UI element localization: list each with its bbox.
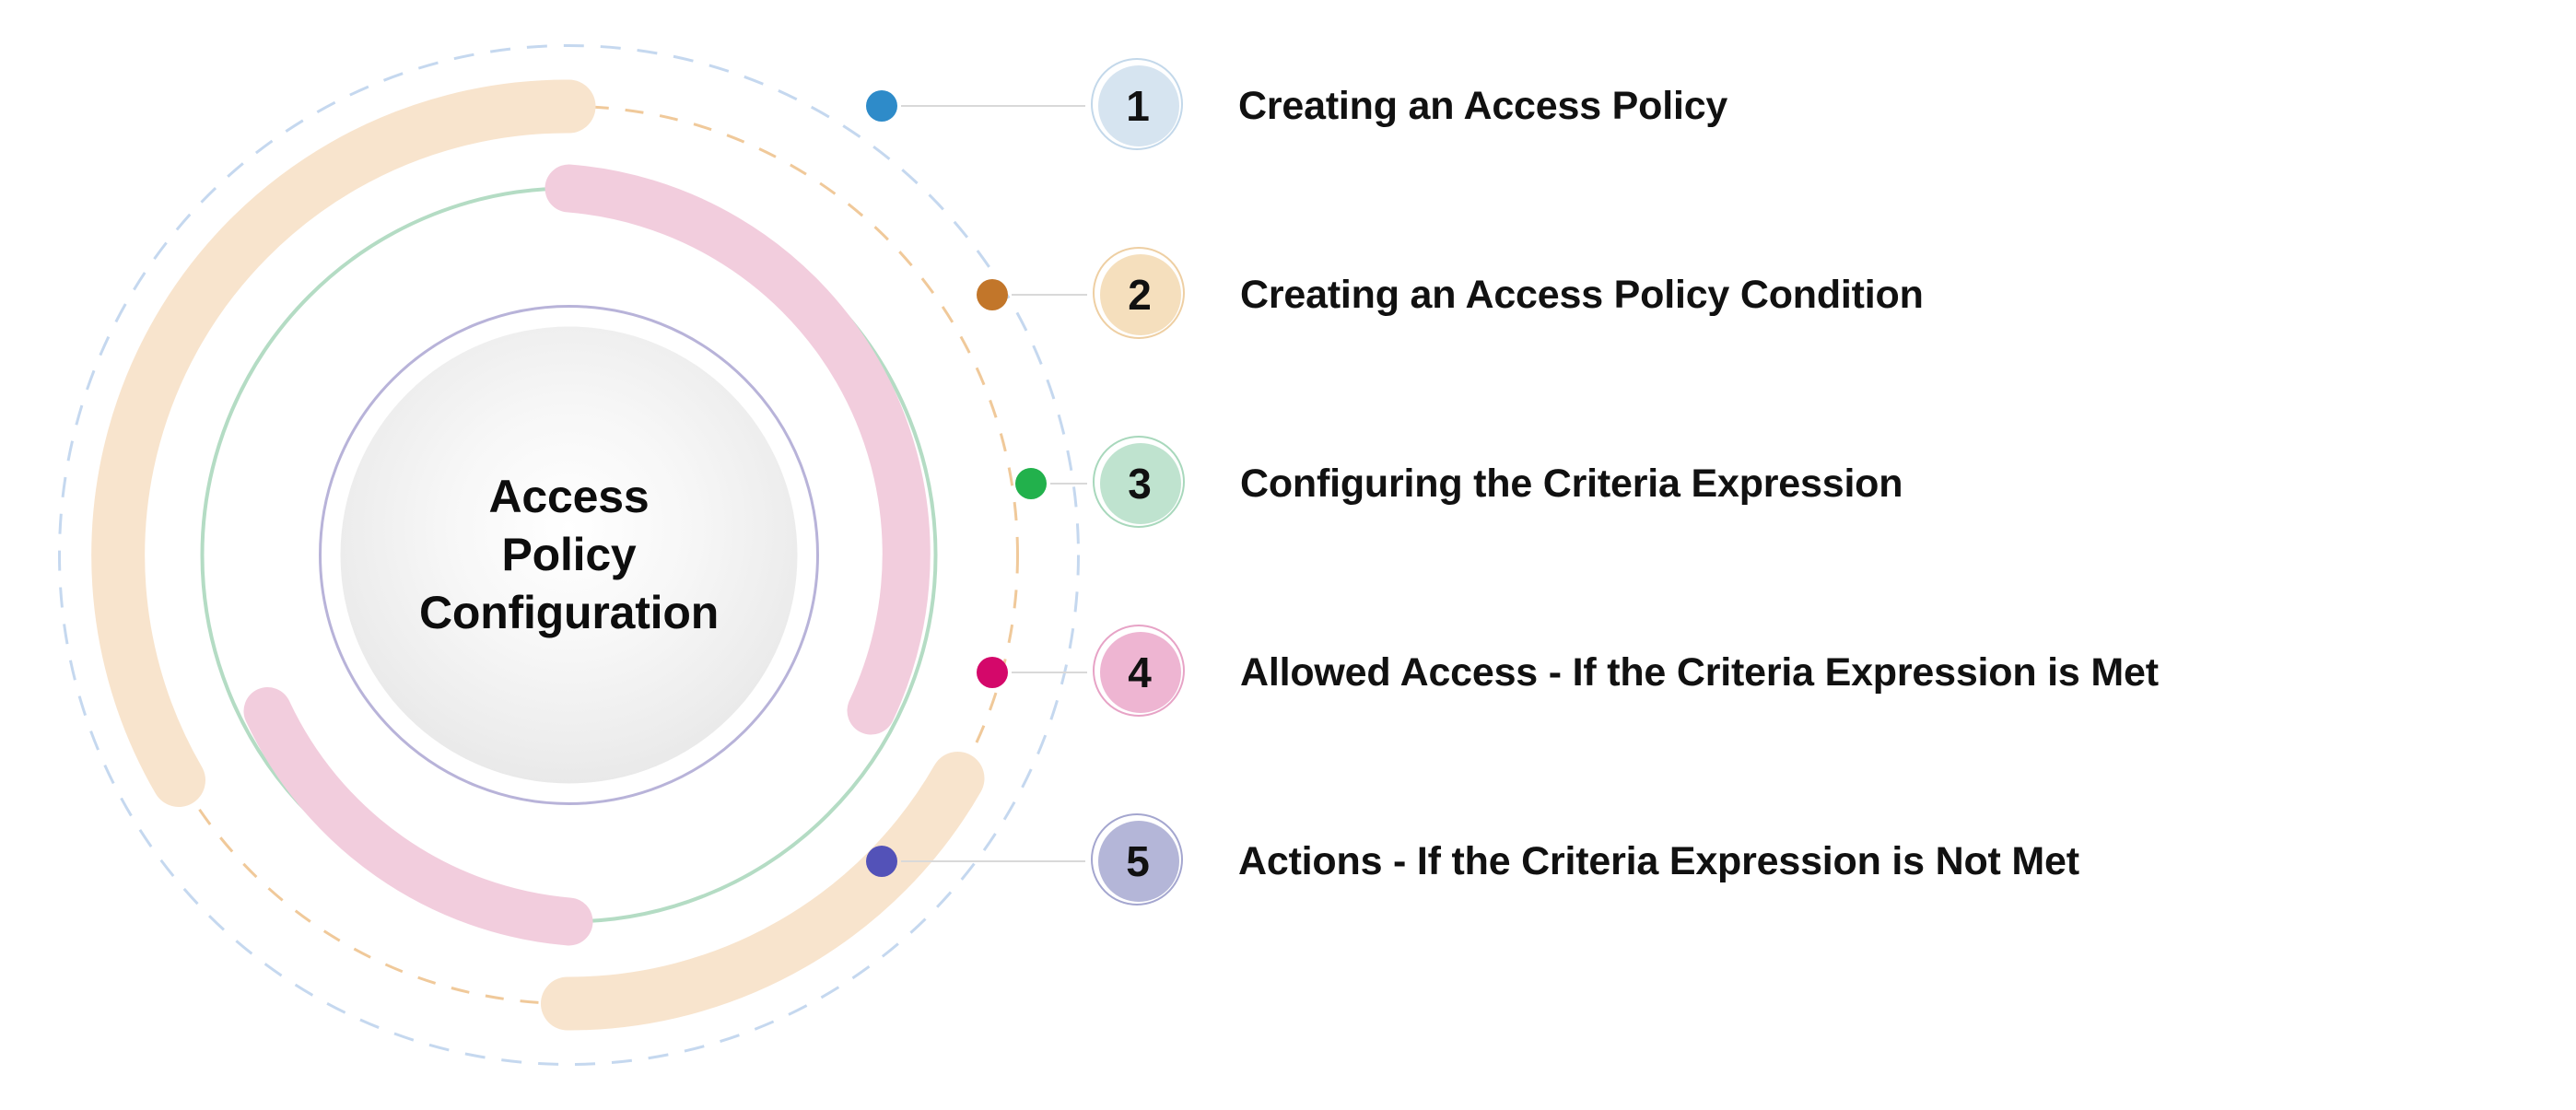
step-badge-4[interactable]: 4 <box>1093 625 1188 720</box>
step-badge-ring-1 <box>1091 58 1183 150</box>
connector-dot-3 <box>1015 468 1047 499</box>
connector-line-5 <box>901 860 1085 862</box>
step-label-5: Actions - If the Criteria Expression is … <box>1238 838 2079 883</box>
step-number-1: 1 <box>1126 82 1150 130</box>
connector-dot-2 <box>977 279 1008 310</box>
legend-row-1[interactable]: 1 Creating an Access Policy <box>866 51 1727 161</box>
legend-row-3[interactable]: 3 Configuring the Criteria Expression <box>866 428 1903 539</box>
step-number-4: 4 <box>1128 648 1152 696</box>
peach-arc-top-left <box>91 79 596 807</box>
step-badge-fill-4 <box>1100 632 1181 713</box>
step-badge-ring-4 <box>1093 625 1185 717</box>
peach-arc-right-bottom <box>541 752 985 1031</box>
legend-row-2[interactable]: 2 Creating an Access Policy Condition <box>866 240 1924 350</box>
step-label-3: Configuring the Criteria Expression <box>1240 461 1903 506</box>
center-disc <box>340 326 798 784</box>
pink-arc-lower-left <box>243 687 593 946</box>
step-badge-ring-3 <box>1093 436 1185 528</box>
pink-arc-upper-right <box>544 164 931 735</box>
step-number-5: 5 <box>1126 837 1150 885</box>
ring-svg <box>58 44 1080 1066</box>
step-number-3: 3 <box>1128 460 1152 508</box>
step-badge-5[interactable]: 5 <box>1091 813 1187 909</box>
step-badge-2[interactable]: 2 <box>1093 247 1188 343</box>
step-number-2: 2 <box>1128 271 1152 319</box>
step-badge-3[interactable]: 3 <box>1093 436 1188 532</box>
step-badge-fill-2 <box>1100 254 1181 335</box>
lavender-ring <box>319 305 819 805</box>
step-label-4: Allowed Access - If the Criteria Express… <box>1240 649 2159 695</box>
step-badge-1[interactable]: 1 <box>1091 58 1187 154</box>
connector-dot-4 <box>977 657 1008 688</box>
step-badge-ring-5 <box>1091 813 1183 906</box>
outer-dashed-ring <box>58 44 1080 1066</box>
connector-line-3 <box>1050 483 1087 485</box>
step-badge-fill-3 <box>1100 443 1181 524</box>
step-badge-fill-1 <box>1098 65 1179 146</box>
step-badge-ring-2 <box>1093 247 1185 339</box>
step-label-1: Creating an Access Policy <box>1238 83 1728 128</box>
legend-row-5[interactable]: 5 Actions - If the Criteria Expression i… <box>866 806 2079 917</box>
connector-line-2 <box>1012 294 1087 296</box>
connector-line-1 <box>901 105 1085 107</box>
connector-dot-1 <box>866 90 897 122</box>
connector-dot-5 <box>866 846 897 877</box>
legend-row-4[interactable]: 4 Allowed Access - If the Criteria Expre… <box>866 617 2159 728</box>
step-label-2: Creating an Access Policy Condition <box>1240 272 1924 317</box>
connector-line-4 <box>1012 672 1087 673</box>
step-badge-fill-5 <box>1098 821 1179 902</box>
